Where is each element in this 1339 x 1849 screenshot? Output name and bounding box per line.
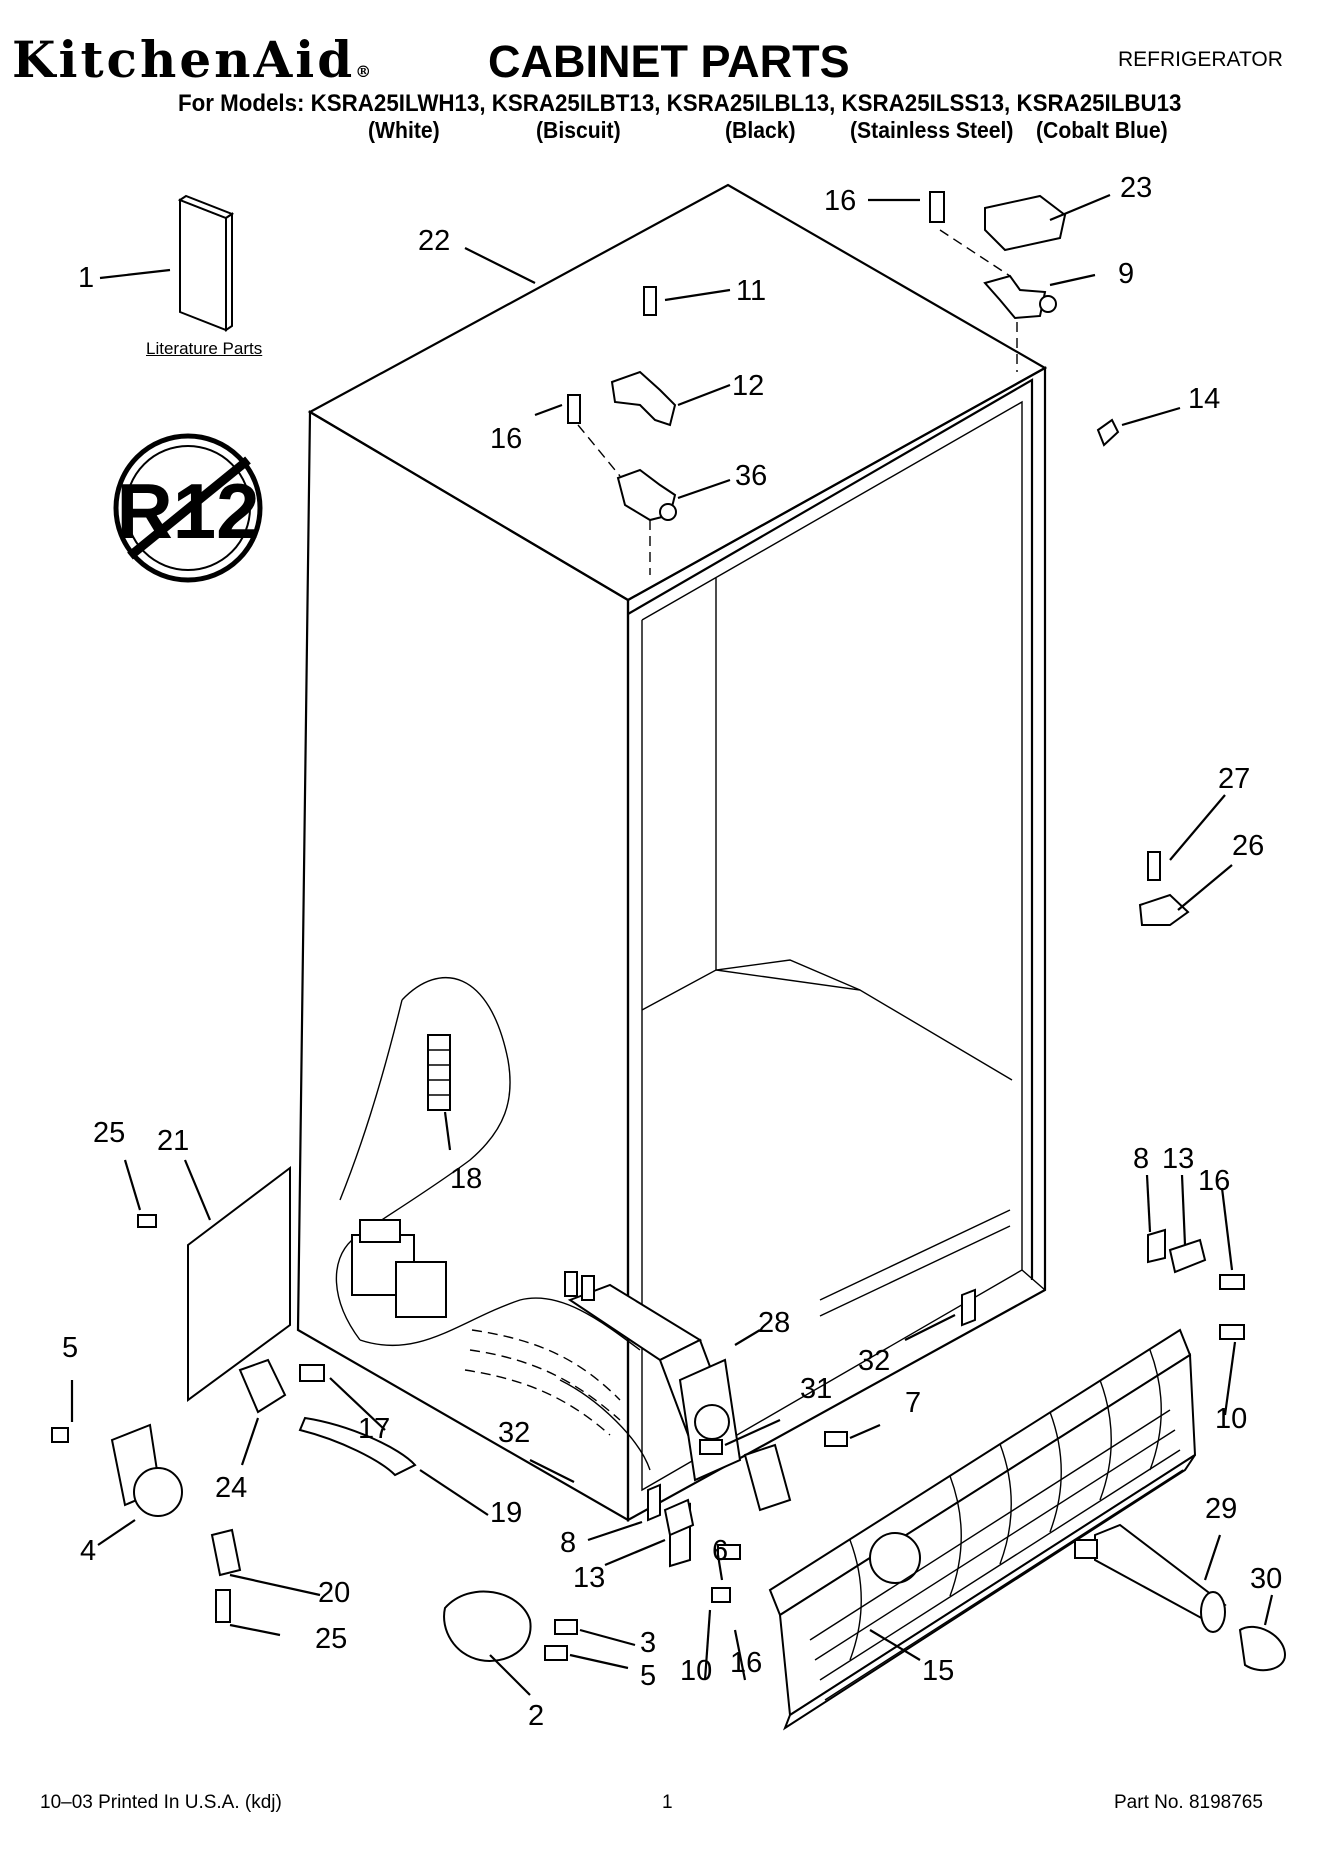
models-line: For Models: KSRA25ILWH13, KSRA25ILBT13, … — [178, 90, 1182, 117]
literature-book — [177, 194, 235, 332]
callout-10-bottom: 10 — [680, 1655, 712, 1687]
callout-16-top: 16 — [824, 185, 856, 217]
callout-24: 24 — [215, 1472, 247, 1504]
literature-parts-label: Literature Parts — [146, 339, 263, 358]
callout-6: 6 — [712, 1535, 728, 1567]
fill-tube-assembly — [564, 1271, 742, 1482]
no-r12-symbol: R12 — [113, 433, 263, 583]
callout-4: 4 — [80, 1535, 96, 1567]
callout-29: 29 — [1205, 1493, 1237, 1525]
callout-8-right: 8 — [1133, 1143, 1149, 1175]
rear-access-panel — [137, 1165, 291, 1402]
tube-clamp — [210, 1528, 242, 1623]
top-hinge-right — [929, 191, 1067, 372]
model-color-cobalt: (Cobalt Blue) — [1036, 117, 1168, 143]
callout-17: 17 — [358, 1413, 390, 1445]
callout-5-bottom: 5 — [640, 1660, 656, 1692]
appliance-category: REFRIGERATOR — [1118, 48, 1283, 71]
part-number: Part No. 8198765 — [1114, 1792, 1263, 1813]
page-number: 1 — [662, 1792, 673, 1813]
top-hinge-left — [567, 286, 677, 575]
callout-16-right: 16 — [1198, 1165, 1230, 1197]
leveling-bracket — [238, 1358, 325, 1414]
callout-15: 15 — [922, 1655, 954, 1687]
callout-27: 27 — [1218, 763, 1250, 795]
model-color-biscuit: (Biscuit) — [536, 117, 621, 143]
roller-assembly-right — [443, 1590, 578, 1662]
callout-22: 22 — [418, 225, 450, 257]
callout-21: 21 — [157, 1125, 189, 1157]
print-info: 10–03 Printed In U.S.A. (kdj) — [40, 1792, 282, 1813]
brand-registered-mark: ® — [355, 62, 372, 81]
callout-28: 28 — [758, 1307, 790, 1339]
callout-12: 12 — [732, 370, 764, 402]
callout-16-bottom: 16 — [730, 1647, 762, 1679]
refrigerator-cabinet — [296, 183, 1048, 1522]
callout-3: 3 — [640, 1627, 656, 1659]
callout-9: 9 — [1118, 258, 1134, 290]
door-stop — [1138, 851, 1190, 926]
callout-1: 1 — [78, 262, 94, 294]
brand-logo: KitchenAid® — [12, 30, 371, 89]
leader-lines — [70, 193, 1274, 1696]
base-grille — [768, 1328, 1197, 1731]
callout-8-bottom: 8 — [560, 1527, 576, 1559]
callout-16-left: 16 — [490, 423, 522, 455]
callout-7: 7 — [905, 1387, 921, 1419]
model-color-white: (White) — [368, 117, 440, 143]
callout-25-bottom: 25 — [315, 1623, 347, 1655]
callout-25-top: 25 — [93, 1117, 125, 1149]
water-tube — [298, 1416, 417, 1477]
callout-31: 31 — [800, 1373, 832, 1405]
callout-10-right: 10 — [1215, 1403, 1247, 1435]
callout-36: 36 — [735, 460, 767, 492]
model-color-stainless: (Stainless Steel) — [850, 117, 1014, 143]
hinge-pin — [1096, 418, 1120, 447]
callout-32-right: 32 — [858, 1345, 890, 1377]
model-color-black: (Black) — [725, 117, 796, 143]
callout-14: 14 — [1188, 383, 1220, 415]
cutaway-view — [335, 977, 651, 1471]
roller-assembly-left — [51, 1423, 183, 1517]
filter-cap — [1238, 1625, 1287, 1672]
callout-18: 18 — [450, 1163, 482, 1195]
water-filter — [1074, 1523, 1227, 1633]
page-title: CABINET PARTS — [488, 36, 850, 87]
callout-11: 11 — [736, 275, 766, 307]
callout-13-right: 13 — [1162, 1143, 1194, 1175]
callout-19: 19 — [490, 1497, 522, 1529]
callout-30: 30 — [1250, 1563, 1282, 1595]
callout-20: 20 — [318, 1577, 350, 1609]
toe-grille-brackets — [647, 1228, 1245, 1603]
callout-5-left: 5 — [62, 1332, 78, 1364]
callout-numbers: 1 22 16 23 9 11 12 16 14 36 27 26 25 21 … — [62, 172, 1282, 1732]
brand-name: KitchenAid — [12, 30, 356, 89]
callout-26: 26 — [1232, 830, 1264, 862]
callout-32-left: 32 — [498, 1417, 530, 1449]
callout-23: 23 — [1120, 172, 1152, 204]
callout-13-bottom: 13 — [573, 1562, 605, 1594]
callout-2: 2 — [528, 1700, 544, 1732]
